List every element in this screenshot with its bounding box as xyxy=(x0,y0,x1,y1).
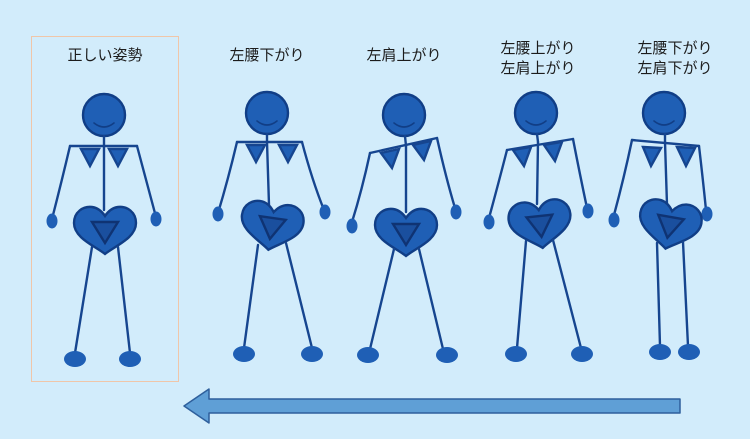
figure-left-hip-down xyxy=(212,90,331,362)
head-icon xyxy=(641,90,687,136)
figure-correct-posture xyxy=(46,92,162,367)
figure-left-shoulder-up xyxy=(346,92,462,363)
left-arrow-icon xyxy=(183,388,681,424)
correct-posture-highlight-box xyxy=(31,36,179,382)
label-hip-down-text: 左腰下がり xyxy=(637,39,713,57)
pelvis-heart-icon xyxy=(236,197,307,256)
figure-hip-up-shoulder-up xyxy=(483,90,594,362)
label-left-shoulder-up-text: 左肩上がり xyxy=(366,46,442,64)
label-hip-down-shoulder-down: 左腰下がり 左肩下がり xyxy=(600,38,750,78)
pelvis-heart-icon xyxy=(373,207,439,258)
head-icon xyxy=(244,90,290,136)
label-left-hip-down: 左腰下がり xyxy=(192,45,342,65)
pelvis-heart-icon xyxy=(633,195,706,256)
head-icon xyxy=(81,92,127,138)
label-left-hip-down-text: 左腰下がり xyxy=(229,46,305,64)
shoulder-line xyxy=(368,136,439,155)
label-left-shoulder-up: 左肩上がり xyxy=(329,45,479,65)
head-icon xyxy=(381,92,427,138)
label-correct-posture: 正しい姿勢 xyxy=(30,45,180,65)
label-shoulder-down-text: 左肩下がり xyxy=(637,59,713,77)
pelvis-heart-icon xyxy=(72,205,138,256)
figure-hip-down-shoulder-down xyxy=(608,90,713,360)
label-shoulder-up-text: 左肩上がり xyxy=(500,59,576,77)
pelvis-heart-icon xyxy=(505,196,575,253)
label-hip-up-text: 左腰上がり xyxy=(500,39,576,57)
label-correct-posture-text: 正しい姿勢 xyxy=(67,46,143,64)
label-hip-up-shoulder-up: 左腰上がり 左肩上がり xyxy=(463,38,613,78)
head-icon xyxy=(513,90,559,136)
